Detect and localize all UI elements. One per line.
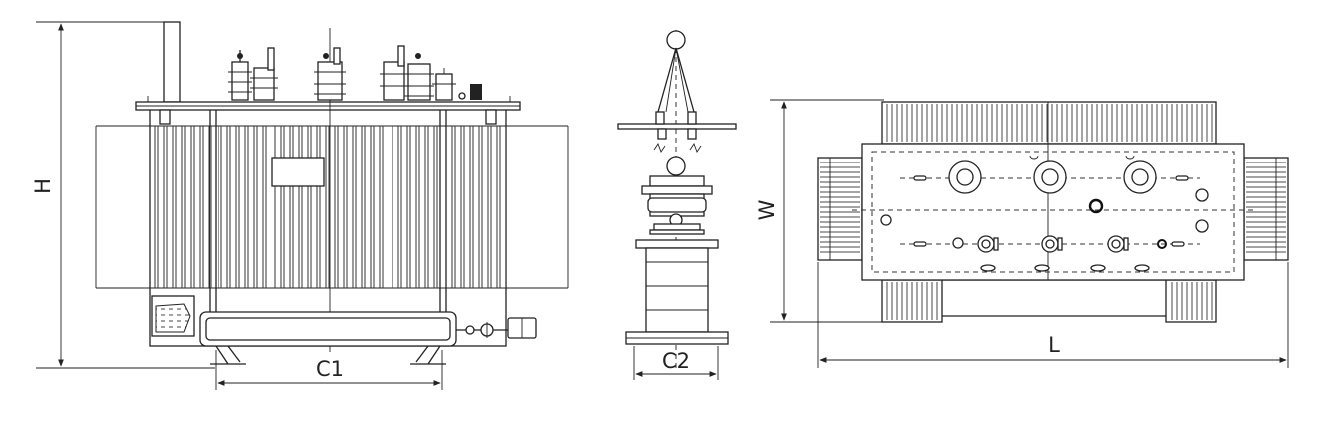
width-label: W: [755, 199, 779, 220]
lifting-eye-icon: [666, 30, 686, 50]
height-label: H: [31, 178, 55, 194]
length-dimension: L: [817, 262, 1289, 368]
lv-bushing-top-3: [1107, 235, 1129, 253]
drain-valve-icon: [465, 325, 475, 335]
radiator-mid-right: [392, 126, 442, 288]
c1-label: C1: [316, 357, 344, 381]
top-view: W: [755, 99, 1289, 368]
radiator-left: [152, 126, 212, 288]
length-label: L: [1048, 333, 1060, 357]
hv-bushing-center: [314, 47, 346, 101]
hv-bushing-right: [404, 53, 434, 101]
hv-bushing-left: [228, 50, 252, 101]
side-view: C2: [617, 30, 737, 380]
radiator-right: [446, 126, 506, 288]
lv-bushing-left: [250, 47, 278, 101]
width-dimension: W: [755, 99, 884, 323]
tap-changer-icon: [1088, 198, 1104, 214]
front-view: H: [31, 21, 569, 390]
lv-bushing-top-1: [977, 235, 999, 253]
lv-bushing-top-2: [1041, 235, 1063, 253]
hv-bushing-top-3: [1123, 160, 1157, 194]
radiator-center: [274, 126, 384, 288]
lv-bushing-right-1: [380, 45, 408, 101]
nameplate: [271, 157, 325, 187]
gauge-icon: [458, 92, 466, 100]
radiator-mid-left: [218, 126, 270, 288]
lv-neutral-bushing: [432, 68, 456, 101]
c2-label: C2: [662, 349, 690, 373]
breather-icon: [470, 84, 482, 100]
height-dimension: H: [31, 21, 215, 369]
side-tank-top: [635, 239, 719, 249]
side-cover: [617, 123, 737, 130]
c2-dimension: C2: [633, 346, 719, 380]
c1-dimension: C1: [215, 350, 443, 390]
conservator-pipe: [163, 21, 181, 103]
hv-bushing-top-1: [948, 160, 982, 194]
hv-bushing-top-2: [1033, 160, 1067, 194]
